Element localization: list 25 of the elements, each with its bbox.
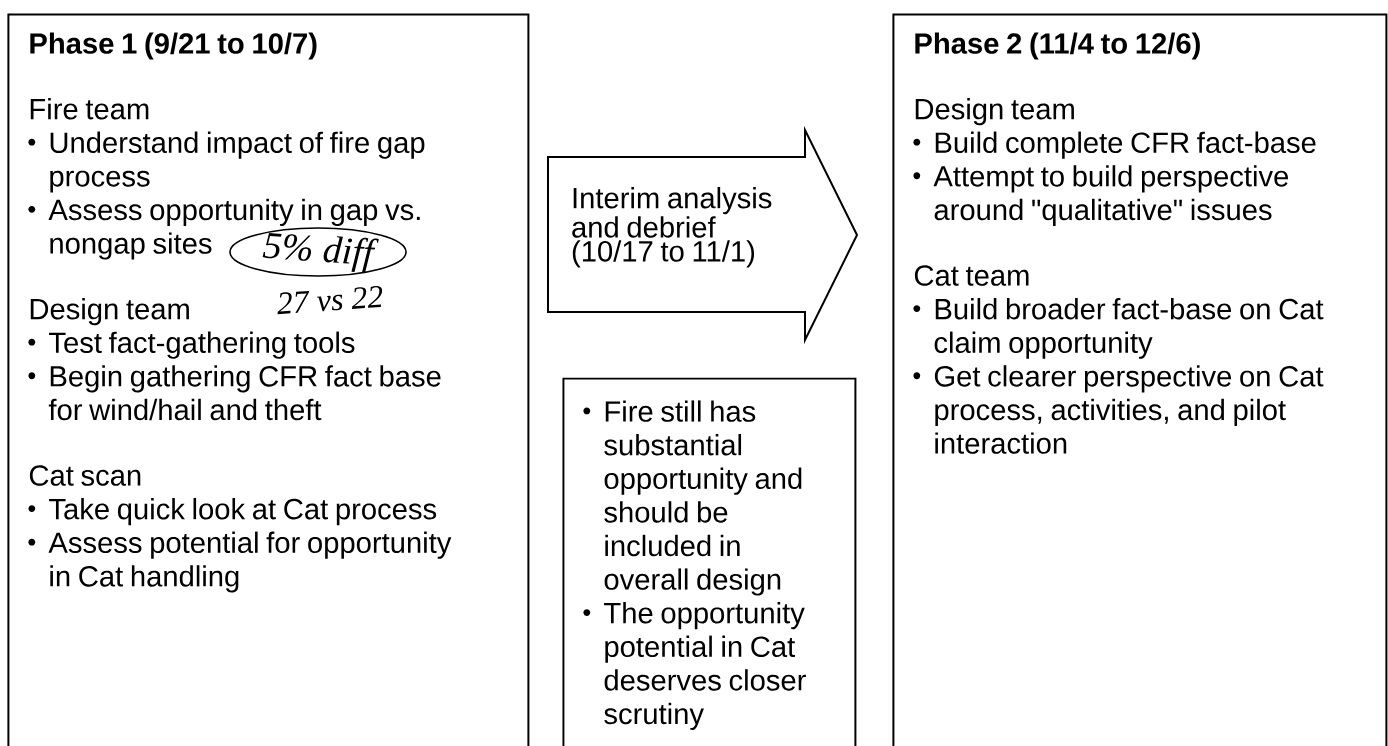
block-arrow — [547, 125, 859, 345]
edge-label: Interim analysis and debrief (10/17 to 11/1) — [572, 187, 772, 268]
bullet-item: Take quick look at Cat process — [28, 498, 437, 526]
bullet-item: Attempt to build perspective around "qualitative" issues — [913, 165, 1288, 226]
text-box — [7, 13, 530, 746]
section-heading: Fire team — [30, 98, 149, 120]
bullet-item: Understand impact of fire gap process — [28, 131, 425, 193]
bullet-item: Test fact-gathering tools — [28, 331, 355, 359]
bullet-item: Begin gathering CFR fact base for wind/hail and theft — [28, 365, 441, 421]
box-heading: Phase 2 (11/4 to 12/6) — [915, 32, 1200, 60]
section-heading: Cat scan — [29, 465, 141, 486]
handwritten-note: 5% diff — [229, 227, 407, 277]
bullet-item: Get clearer perspective on Cat process, activities, and pilot interaction — [913, 365, 1324, 454]
bullet-item: Build broader fact-base on Cat claim opportunity — [913, 298, 1324, 359]
bullet-item: The opportunity potential in Cat deserves closer scrutiny — [583, 602, 806, 730]
text-box — [892, 13, 1388, 746]
bullet-item: Assess potential for opportunity in Cat handling — [28, 531, 452, 593]
section-heading: Design team — [30, 298, 189, 326]
handwritten-note: 27 vs 22 — [277, 286, 383, 315]
bullet-item: Fire still has substantial opportunity and should be included in overall design — [583, 400, 802, 596]
section-heading: Design team — [915, 98, 1074, 126]
box-heading: Phase 1 (9/21 to 10/7) — [30, 32, 317, 60]
text-box — [562, 377, 857, 746]
section-heading: Cat team — [914, 265, 1029, 286]
bullet-item: Build complete CFR fact-base — [913, 131, 1316, 159]
